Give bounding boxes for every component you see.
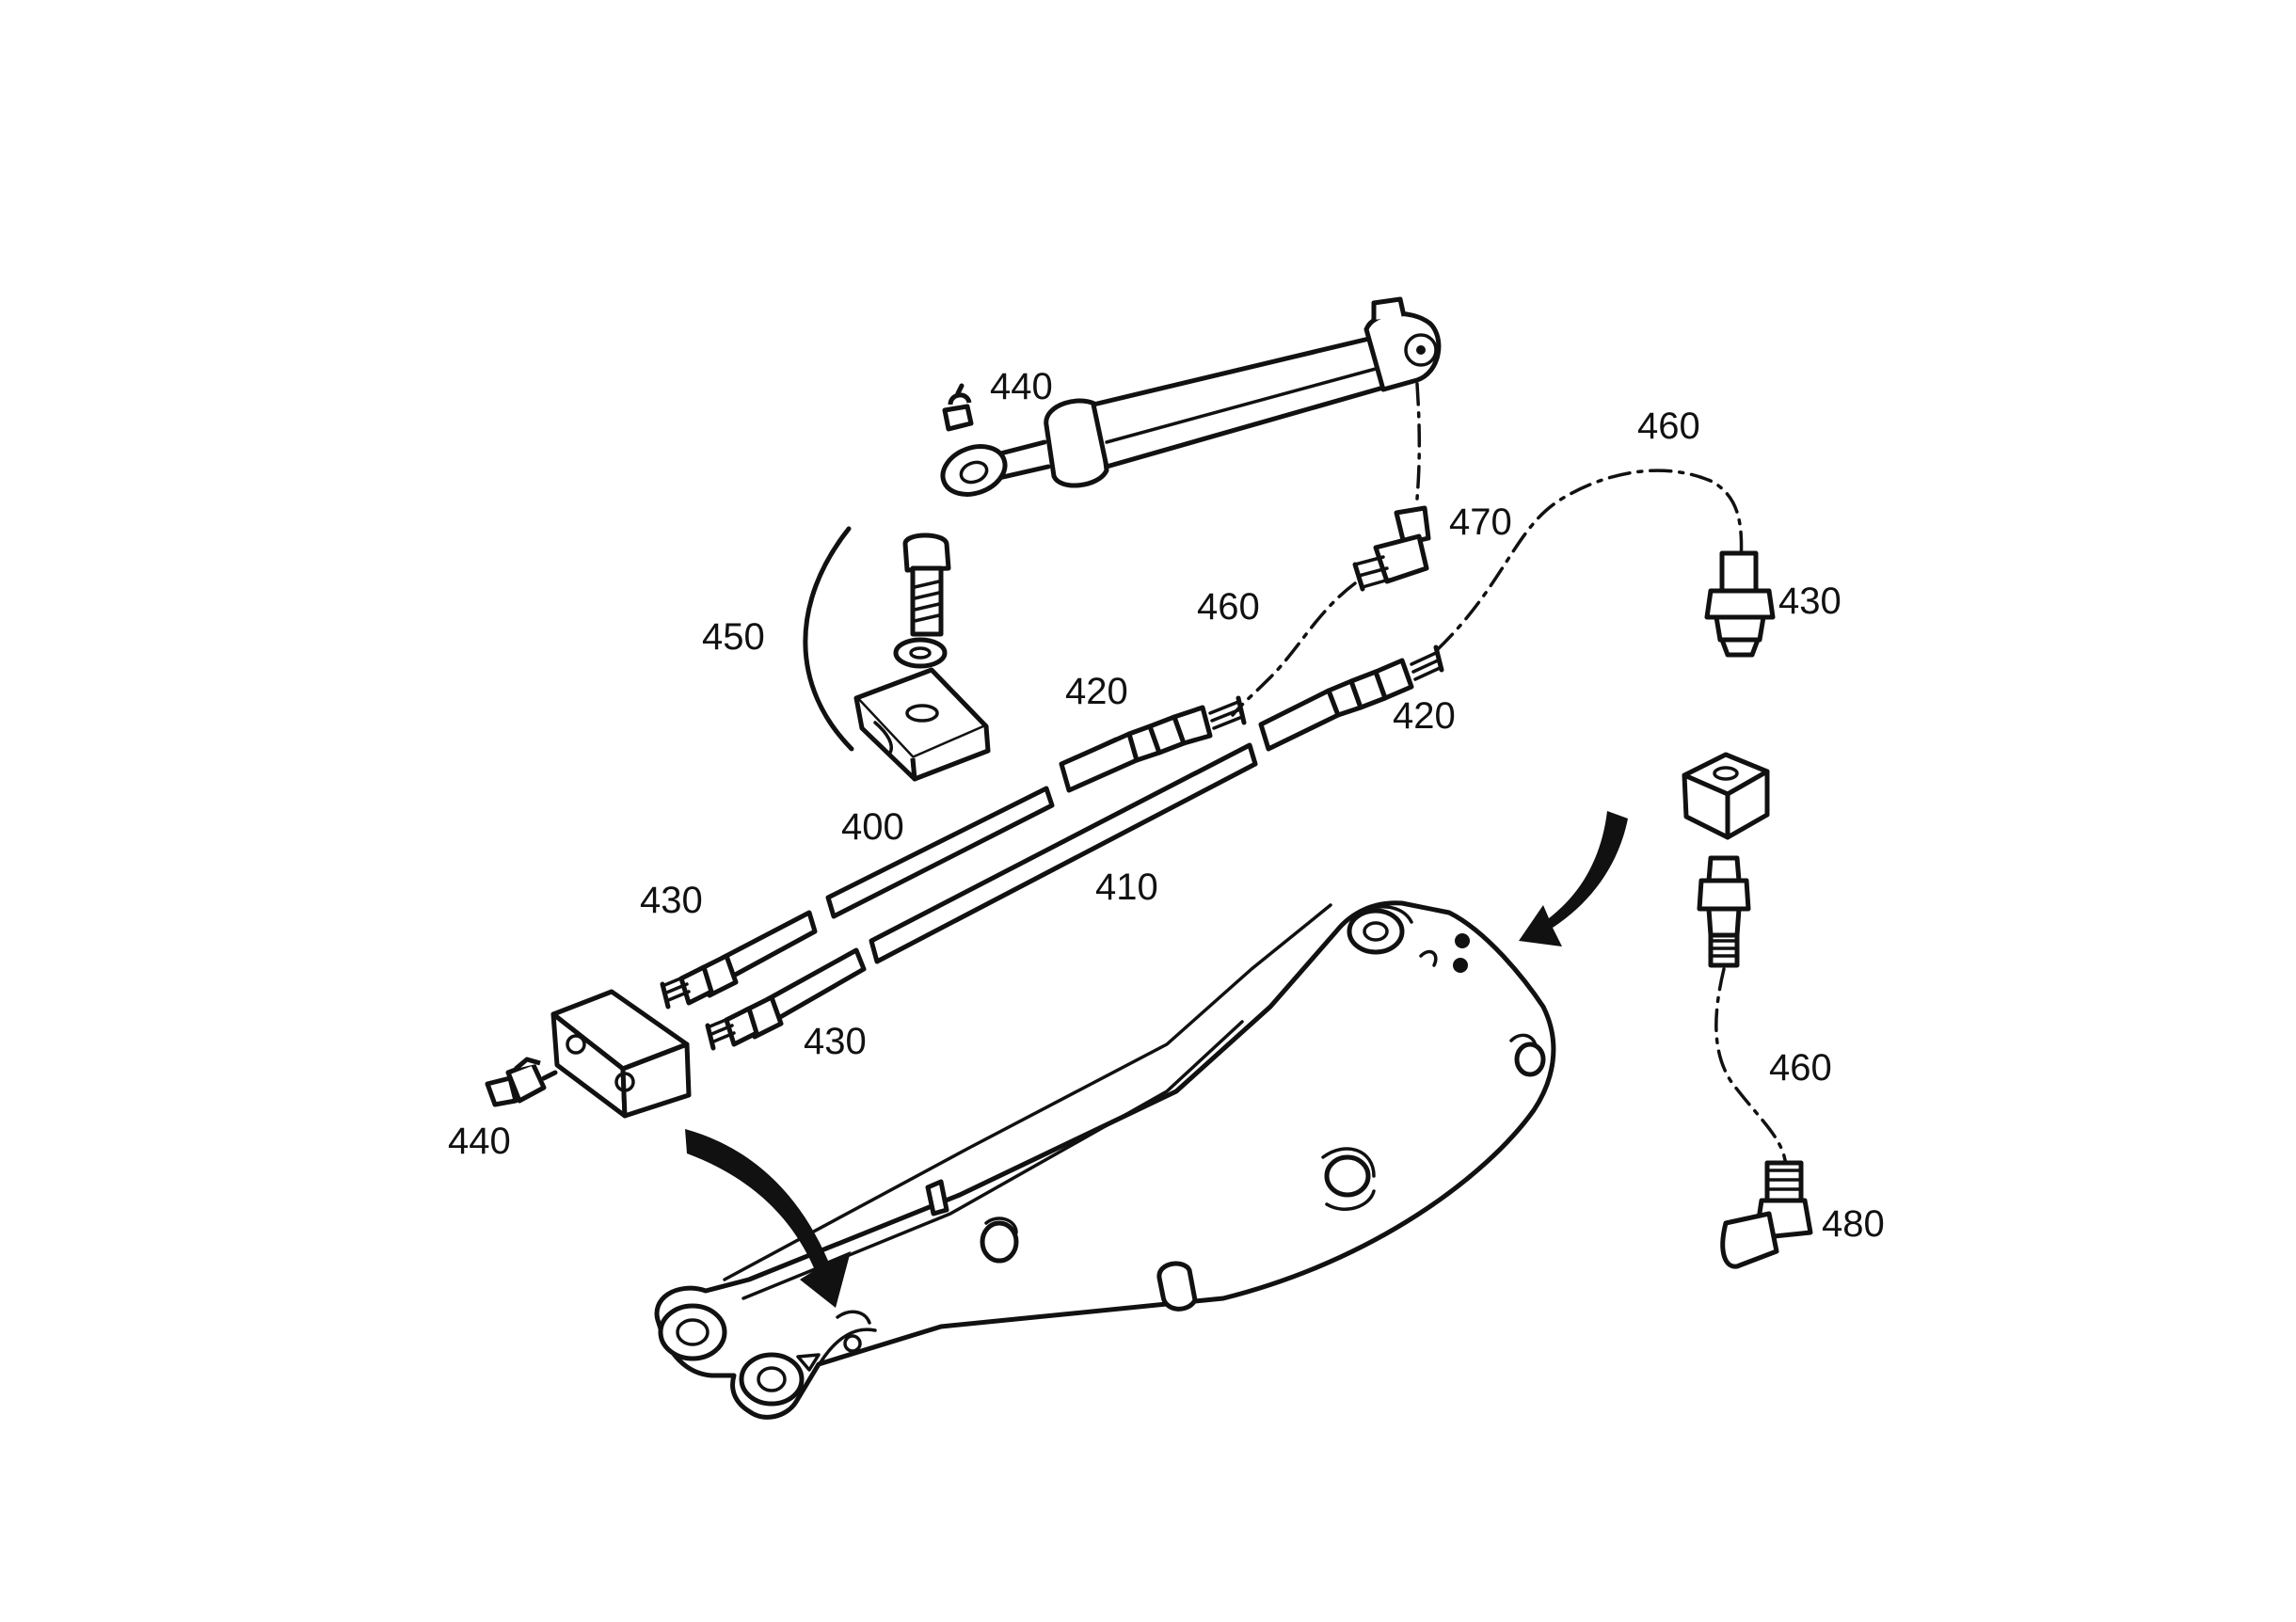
hydraulic-tube-410 — [869, 742, 1258, 964]
label-430-left-upper: 430 — [640, 880, 703, 921]
hydraulic-cylinder — [940, 296, 1442, 497]
hose-line-460-right — [1714, 967, 1788, 1169]
fitting-420-center — [1059, 695, 1247, 793]
junction-block-right — [1682, 752, 1770, 840]
grease-nipple-bottom — [485, 1057, 558, 1107]
elbow-fitting-480 — [1720, 1160, 1813, 1269]
hose-line-460-top — [1436, 469, 1744, 651]
label-470: 470 — [1449, 501, 1512, 543]
hose-line-460-center — [1231, 581, 1357, 717]
label-460-center: 460 — [1197, 586, 1260, 628]
mounting-bracket-450 — [803, 526, 991, 782]
assembly-arrow-left — [685, 1129, 851, 1308]
label-460-right: 460 — [1769, 1047, 1832, 1089]
junction-block-left — [550, 989, 692, 1119]
label-440-bottom: 440 — [448, 1121, 511, 1162]
fitting-430-right — [1704, 550, 1776, 658]
excavator-boom — [654, 900, 1556, 1420]
label-440-top: 440 — [990, 366, 1053, 407]
grease-nipple-top — [942, 383, 974, 432]
fitting-430-left-lower — [705, 947, 867, 1051]
label-450: 450 — [702, 616, 765, 658]
fitting-420-right — [1258, 644, 1444, 752]
label-410: 410 — [1095, 867, 1158, 908]
label-420-center: 420 — [1065, 671, 1128, 712]
label-430-left-lower: 430 — [804, 1021, 867, 1062]
label-460-top: 460 — [1637, 406, 1700, 447]
label-420-right: 420 — [1393, 695, 1456, 737]
assembly-arrow-right — [1519, 811, 1628, 946]
label-480: 480 — [1822, 1203, 1885, 1245]
fitting-430-left-upper — [660, 910, 818, 1010]
fitting-right-lower — [1697, 855, 1751, 968]
label-400: 400 — [841, 806, 904, 848]
label-430-right: 430 — [1778, 580, 1842, 622]
elbow-fitting-470 — [1352, 505, 1431, 592]
connection-line-head-to-470 — [1415, 382, 1422, 501]
